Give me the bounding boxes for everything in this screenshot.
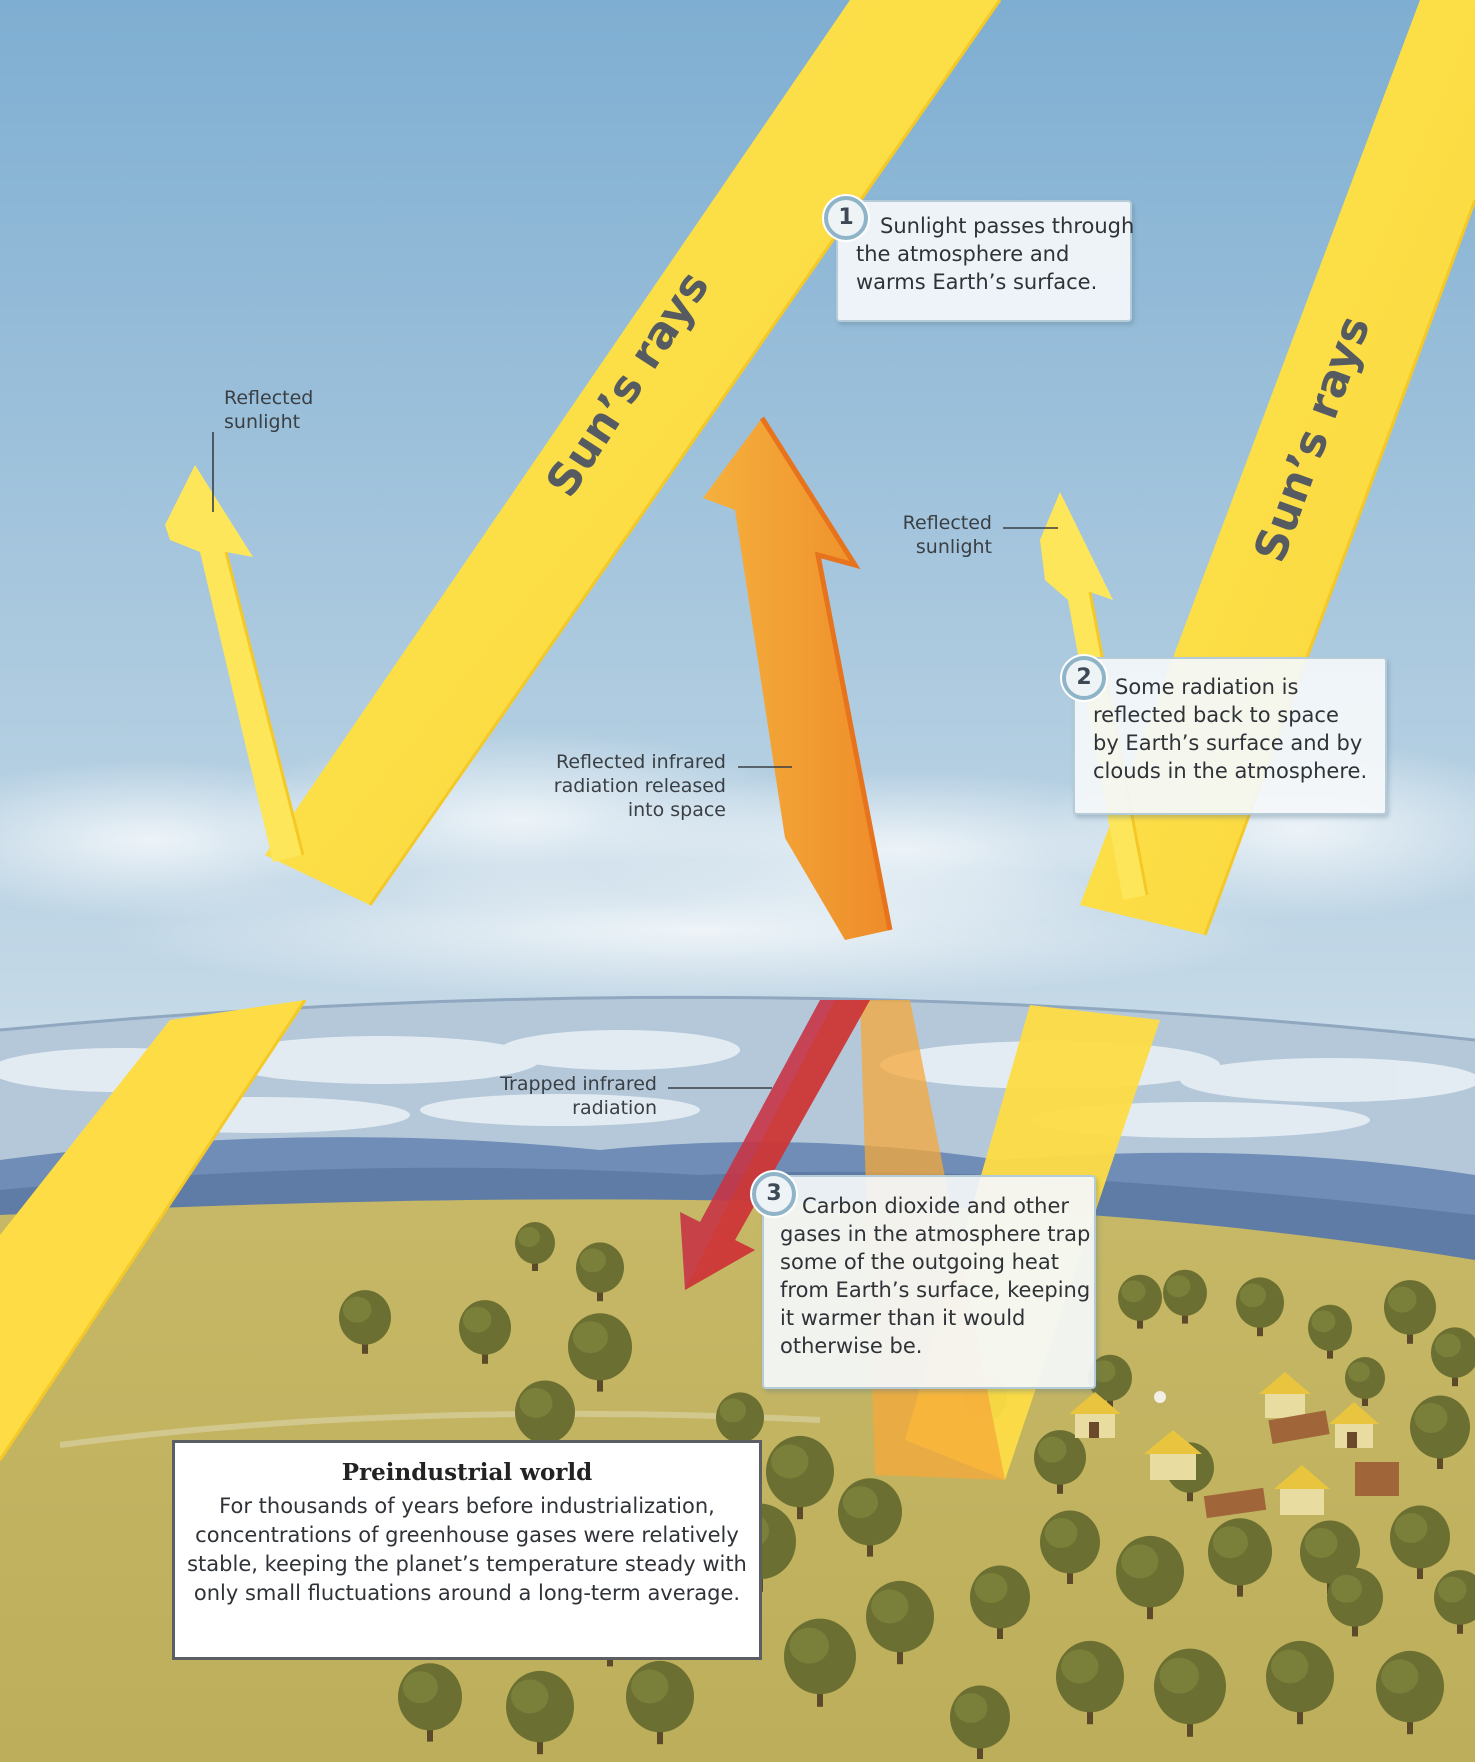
village: [1069, 1372, 1399, 1519]
callout-3-number: 3: [752, 1172, 796, 1216]
info-box-line: stable, keeping the planet’s temperature…: [187, 1552, 747, 1576]
callout-3-line: from Earth’s surface, keeping: [780, 1278, 1091, 1302]
callout-2-line: clouds in the atmosphere.: [1093, 759, 1368, 783]
callout-3-line: gases in the atmosphere trap: [780, 1222, 1091, 1246]
reflected-sunlight-left-arrow: [165, 465, 303, 862]
trapped-infrared-label: Trapped infrared radiation: [480, 1072, 657, 1120]
label-line: into space: [627, 799, 726, 821]
label-line: radiation: [572, 1097, 657, 1119]
info-box-line: concentrations of greenhouse gases were …: [195, 1523, 739, 1547]
reflected-sunlight-right-label: Reflected sunlight: [880, 511, 992, 559]
callout-2-line: reflected back to space: [1093, 703, 1339, 727]
label-line: radiation released: [553, 775, 726, 797]
callout-1-line: Sunlight passes through: [880, 214, 1135, 238]
reflected-infrared-label: Reflected infrared radiation released in…: [540, 750, 726, 822]
callout-3-line: otherwise be.: [780, 1334, 923, 1358]
callout-1-line: warms Earth’s surface.: [856, 270, 1098, 294]
preindustrial-info-box: Preindustrial world For thousands of yea…: [172, 1440, 762, 1660]
sun-ray-1: [265, 0, 1000, 905]
reflected-sunlight-left-label: Reflected sunlight: [224, 386, 313, 434]
callout-1: Sunlight passes through the atmosphere a…: [836, 200, 1135, 322]
callout-2-line: by Earth’s surface and by: [1093, 731, 1363, 755]
callout-3-line: Carbon dioxide and other: [802, 1194, 1070, 1218]
label-line: sunlight: [915, 536, 992, 558]
info-box-body: For thousands of years before industrial…: [175, 1492, 759, 1608]
callout-1-number: 1: [824, 196, 868, 240]
label-line: sunlight: [224, 411, 301, 433]
label-line: Reflected infrared: [556, 751, 726, 773]
leader-lines: [212, 432, 1058, 1089]
callout-1-line: the atmosphere and: [856, 242, 1070, 266]
callout-2: Some radiation is reflected back to spac…: [1073, 657, 1387, 815]
label-line: Trapped infrared: [500, 1073, 657, 1095]
callout-3: Carbon dioxide and other gases in the at…: [762, 1175, 1096, 1389]
info-box-line: only small fluctuations around a long-te…: [193, 1581, 741, 1605]
callout-3-line: it warmer than it would: [780, 1306, 1026, 1330]
info-box-line: For thousands of years before industrial…: [219, 1494, 715, 1518]
label-line: Reflected: [902, 512, 992, 534]
callout-3-line: some of the outgoing heat: [780, 1250, 1059, 1274]
callout-2-number: 2: [1062, 656, 1106, 700]
info-box-title: Preindustrial world: [341, 1459, 593, 1486]
label-line: Reflected: [224, 387, 314, 409]
trees: [339, 1222, 1475, 1759]
callout-2-line: Some radiation is: [1115, 675, 1299, 699]
